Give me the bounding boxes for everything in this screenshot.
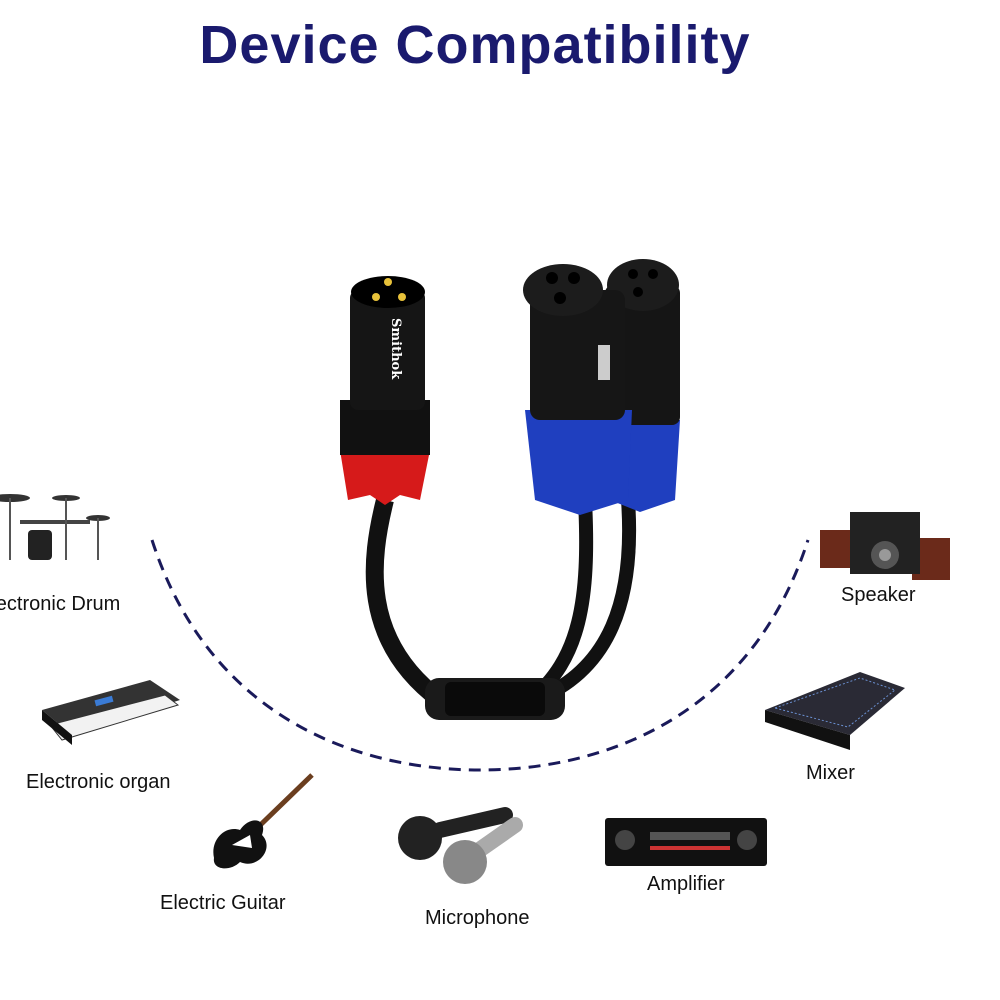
label-electric-guitar: Electric Guitar	[160, 892, 286, 914]
xlr-y-splitter-cable: Smithok	[340, 259, 680, 720]
label-microphone: Microphone	[425, 907, 530, 929]
label-amplifier: Amplifier	[647, 873, 725, 895]
label-mixer: Mixer	[806, 762, 855, 784]
guitar-icon	[213, 773, 314, 869]
label-electronic-organ: Electronic organ	[26, 771, 171, 793]
microphone-icon	[398, 807, 523, 884]
dashed-arc	[150, 539, 810, 772]
page-title: Device Compatibility	[199, 15, 751, 75]
drum-kit-icon	[0, 494, 110, 560]
mixer-icon	[765, 672, 905, 750]
label-electronic-drum: Electronic Drum	[0, 593, 121, 615]
label-speaker: Speaker	[841, 584, 916, 606]
keyboard-icon	[42, 680, 180, 745]
xlr-female-connector-1	[523, 264, 632, 515]
amplifier-icon	[605, 818, 767, 866]
xlr-male-connector: Smithok	[340, 276, 430, 505]
speaker-icon	[820, 512, 950, 580]
brand-text: Smithok	[388, 318, 403, 380]
